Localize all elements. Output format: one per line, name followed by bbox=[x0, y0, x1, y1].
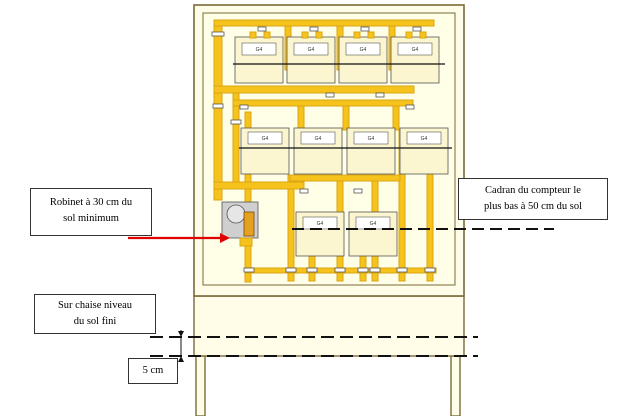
offset-dimension bbox=[178, 330, 184, 362]
gas-meter: G4 bbox=[390, 31, 440, 84]
gas-meter: G4 bbox=[295, 211, 345, 257]
gas-meter: G4 bbox=[338, 31, 388, 84]
meter-model-label: G4 bbox=[412, 47, 419, 53]
gas-meter: G4 bbox=[293, 127, 343, 175]
valve-regulator bbox=[221, 201, 259, 247]
offset-callout-text: 5 cm bbox=[142, 365, 164, 376]
cabinet-leg-right bbox=[450, 355, 461, 416]
cabinet-stand bbox=[193, 295, 465, 357]
meter-model-label: G4 bbox=[308, 47, 315, 53]
meter-model-label: G4 bbox=[256, 47, 263, 53]
meter-model-label: G4 bbox=[360, 47, 367, 53]
floor-level-callout: Sur chaise niveau du sol fini bbox=[34, 294, 156, 334]
gas-meter: G4 bbox=[286, 31, 336, 84]
floor-callout-line-1: Sur chaise niveau bbox=[57, 300, 133, 311]
cabinet-leg-left bbox=[195, 355, 206, 416]
offset-callout: 5 cm bbox=[128, 358, 178, 384]
gas-meter: G4 bbox=[346, 127, 396, 175]
meter-row-3: G4 G4 bbox=[295, 211, 398, 257]
meter-model-label: G4 bbox=[315, 136, 322, 142]
valve-callout-line-2: sol minimum bbox=[63, 213, 119, 224]
valve-callout-line-1: Robinet à 30 cm du bbox=[49, 197, 133, 208]
gas-meter: G4 bbox=[234, 31, 284, 84]
meter-row-1: G4 G4 G4 G4 bbox=[233, 31, 445, 84]
valve-height-callout: Robinet à 30 cm du sol minimum bbox=[30, 188, 152, 236]
meter-model-label: G4 bbox=[370, 221, 377, 227]
meter-model-label: G4 bbox=[317, 221, 324, 227]
meter-face-callout-line-2: plus bas à 50 cm du sol bbox=[484, 201, 582, 212]
meter-row-2: G4 G4 G4 G4 bbox=[239, 127, 452, 175]
meter-face-callout-line-1: Cadran du compteur le bbox=[485, 185, 581, 196]
gas-meter: G4 bbox=[399, 127, 449, 175]
floor-callout-line-2: du sol fini bbox=[73, 316, 117, 327]
gas-meter: G4 bbox=[348, 211, 398, 257]
pipe-fittings bbox=[211, 26, 436, 273]
meter-model-label: G4 bbox=[368, 136, 375, 142]
valve-arrow bbox=[128, 233, 230, 243]
meter-model-label: G4 bbox=[262, 136, 269, 142]
gas-meter: G4 bbox=[240, 127, 290, 175]
meter-face-callout: Cadran du compteur le plus bas à 50 cm d… bbox=[458, 178, 608, 220]
meter-model-label: G4 bbox=[421, 136, 428, 142]
